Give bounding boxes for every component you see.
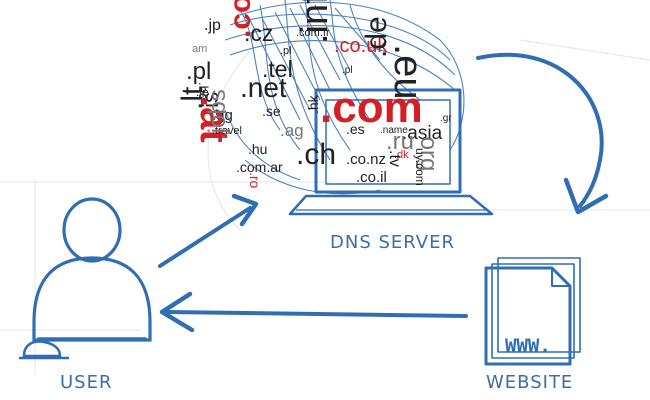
user-icon <box>18 197 152 360</box>
dns-server-label: DNS SERVER <box>330 232 455 253</box>
website-label: WEBSITE <box>486 372 573 393</box>
laptop-icon <box>288 88 494 216</box>
arrow-dns-to-website <box>476 52 609 215</box>
user-label: USER <box>60 372 112 393</box>
website-screen-text: WWW. <box>505 335 551 357</box>
website-document-icon <box>484 257 581 366</box>
arrow-website-to-user <box>159 291 468 333</box>
globe-scribble <box>224 0 465 195</box>
sketch-guides <box>0 39 650 375</box>
arrow-user-to-dns <box>158 193 259 268</box>
